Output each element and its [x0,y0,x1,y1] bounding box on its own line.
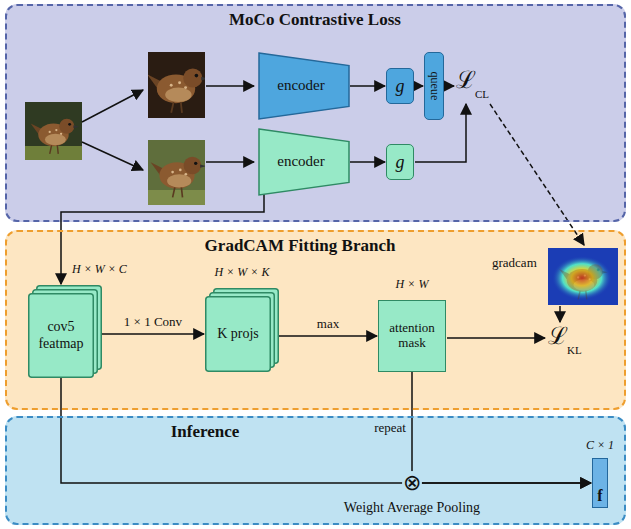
trapezoid-shape [259,53,349,119]
attention-mask-box: attention mask [378,300,446,372]
loss-arrow [559,306,561,322]
label-holder: H × W [396,278,429,292]
flow-arrow [414,85,423,87]
gradient-arrow [490,104,584,245]
loss-arrow [447,337,545,339]
label-holder: H × W × C [72,263,127,277]
loss-symbol: ℒ [548,323,568,351]
band-title: Inference [171,422,240,442]
bird-figure [559,264,607,299]
node-label: encoder [277,77,324,94]
flow-arrow [350,161,385,163]
input-arrow [206,85,254,87]
label-holder: gradcam [492,256,537,271]
operation-label: 1 × 1 Conv [124,315,182,330]
label-holder: CL [475,88,489,101]
projection-stack: K projs [205,288,279,372]
trapezoid-shape [259,129,349,195]
label-holder: ⊗ [402,471,422,495]
encoder-trapezoid: encoder [258,52,350,120]
node-label: cov5 featmap [33,319,89,351]
photo-moss [148,190,205,205]
dimension-label: H × W × K [215,266,270,280]
augment-arrow [82,142,143,170]
label-holder: KL [567,344,582,357]
edge-label-holder: max [317,317,339,332]
crop-photo [148,52,205,118]
dimension-label: H × W × C [72,263,127,277]
inference-band: Inference f [5,416,626,525]
photo-moss [25,146,82,160]
operation-label: Weight Average Pooling [344,500,480,516]
heatmap-ground [548,248,618,305]
stack-plate [29,294,94,378]
bird-figure [31,119,79,154]
label-holder: ℒ [548,323,568,351]
dimension-label: C × 1 [586,439,614,453]
node-label: encoder [277,153,324,170]
label-holder: C × 1 [586,439,614,453]
flow-arrow [61,378,591,483]
heatmap-blob [552,256,612,300]
stack-plate [206,297,271,372]
node-label: queue [427,72,441,101]
input-arrow [206,161,254,163]
projection-head: g [386,144,414,180]
label-holder: ℒ [456,67,476,95]
node-label: attention mask [383,321,441,351]
node-label: K projs [217,326,259,342]
flow-arrow [102,333,204,335]
queue-box: queue [424,52,444,120]
contrastive-band: MoCo Contrastive Loss encoder g queue encode… [5,4,626,222]
crop-photo [148,140,205,205]
image-caption: gradcam [492,256,537,271]
augment-arrow [82,90,143,122]
loss-arrow [445,85,454,87]
feature-vector-bar: f [592,458,608,508]
band-title: GradCAM Fitting Branch [205,236,396,256]
flow-arrow [350,85,385,87]
operation-label: repeat [374,420,406,435]
projection-head: g [386,68,414,104]
node-label: g [396,152,405,173]
node-label: f [597,487,602,505]
feature-map-stack: cov5 featmap [28,285,102,378]
operation-label: max [317,317,339,332]
label-holder: Weight Average Pooling [344,500,480,516]
edge-label-holder: repeat [374,420,406,435]
loss-subscript: KL [567,344,582,357]
encoder-trapezoid: encoder [258,128,350,196]
bird-figure [151,157,205,198]
loss-subscript: CL [475,88,489,101]
flow-arrow [412,372,591,483]
dimension-label: H × W [396,278,429,292]
node-label: g [396,76,405,97]
edge-label-holder: 1 × 1 Conv [124,315,182,330]
input-photo [25,102,82,160]
label-holder: H × W × K [215,266,270,280]
loss-symbol: ℒ [456,67,476,95]
band-fill [5,230,626,410]
multiply-symbol: ⊗ [402,471,422,495]
photo-ground [25,102,82,160]
gradcam-heatmap [548,248,618,305]
band-fill [5,416,626,525]
band-fill [5,4,626,222]
bird-figure [148,68,205,112]
flow-arrow [279,335,377,337]
band-title: MoCo Contrastive Loss [229,10,401,30]
